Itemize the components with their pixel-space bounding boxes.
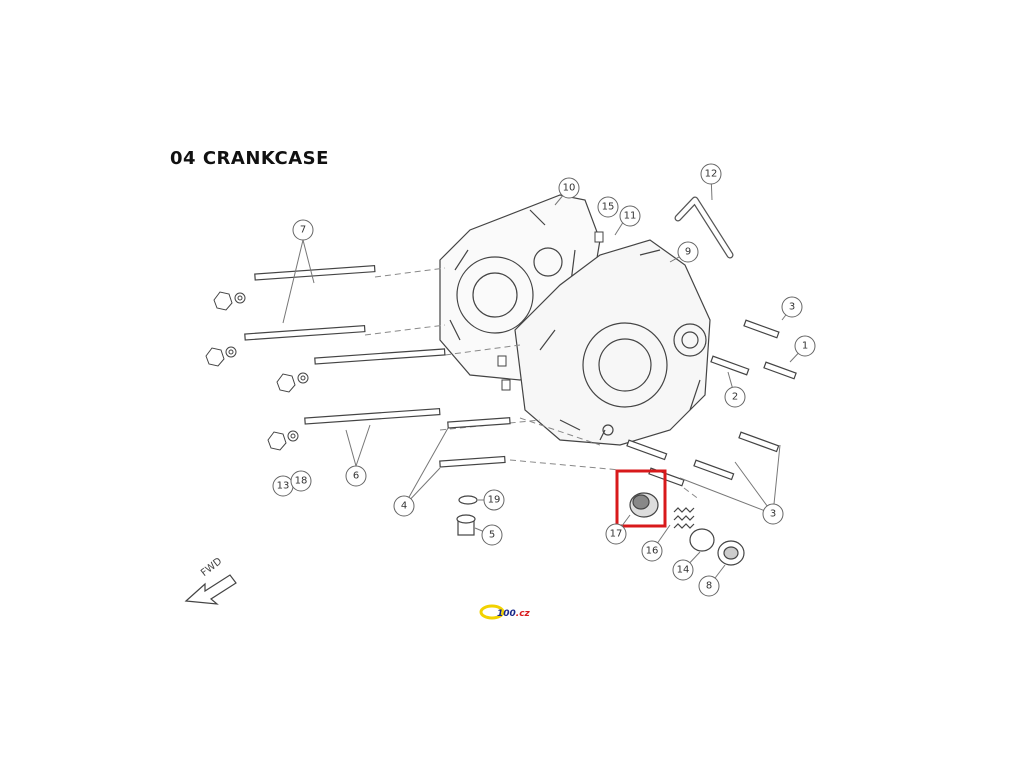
callout-16: 16 — [641, 540, 663, 562]
svg-text:9: 9 — [685, 247, 691, 258]
svg-text:8: 8 — [706, 581, 712, 592]
callout-3-lower: 3 — [762, 503, 784, 525]
callout-3-upper: 3 — [781, 296, 803, 318]
callout-1: 1 — [794, 335, 816, 357]
svg-text:7: 7 — [300, 225, 306, 236]
svg-text:17: 17 — [610, 529, 623, 540]
drain-bolt — [456, 495, 478, 536]
callout-2: 2 — [724, 386, 746, 408]
callout-9: 9 — [677, 241, 699, 263]
callout-13: 13 — [272, 475, 294, 497]
svg-text:3: 3 — [789, 302, 795, 313]
oil-strainer-parts — [629, 492, 745, 566]
svg-text:4: 4 — [401, 501, 407, 512]
callout-17: 17 — [605, 523, 627, 545]
callout-4: 4 — [393, 495, 415, 517]
logo-graphic — [479, 604, 505, 620]
svg-text:18: 18 — [295, 476, 308, 487]
svg-text:19: 19 — [488, 495, 501, 506]
svg-text:12: 12 — [705, 169, 718, 180]
svg-text:11: 11 — [624, 211, 637, 222]
bolts-4 — [439, 417, 511, 468]
svg-text:10: 10 — [563, 183, 576, 194]
callout-5: 5 — [481, 524, 503, 546]
logo-suffix: .cz — [515, 609, 530, 619]
callout-11: 11 — [619, 205, 641, 227]
studs — [244, 264, 446, 425]
svg-text:16: 16 — [646, 546, 659, 557]
svg-text:5: 5 — [489, 530, 495, 541]
svg-text:14: 14 — [677, 565, 690, 576]
callout-18: 18 — [290, 470, 312, 492]
svg-text:6: 6 — [353, 471, 359, 482]
callout-8: 8 — [698, 575, 720, 597]
logo-text: 100 — [497, 609, 516, 619]
nuts-and-washers — [205, 291, 309, 451]
svg-text:1: 1 — [802, 341, 808, 352]
svg-text:2: 2 — [732, 392, 738, 403]
callout-19: 19 — [483, 489, 505, 511]
svg-text:13: 13 — [277, 481, 290, 492]
svg-text:3: 3 — [770, 509, 776, 520]
crankcase-right-half — [514, 239, 711, 446]
fwd-arrow-icon — [184, 574, 237, 605]
callout-12: 12 — [700, 163, 722, 185]
svg-text:15: 15 — [602, 202, 615, 213]
callout-10: 10 — [558, 177, 580, 199]
callout-14: 14 — [672, 559, 694, 581]
dowel-pins — [497, 231, 604, 391]
page-title: 04 CRANKCASE — [170, 148, 329, 169]
callout-7: 7 — [292, 219, 314, 241]
highlight-box — [615, 469, 667, 528]
callout-15: 15 — [597, 196, 619, 218]
site-logo: 100.cz — [497, 609, 530, 619]
callout-6: 6 — [345, 465, 367, 487]
